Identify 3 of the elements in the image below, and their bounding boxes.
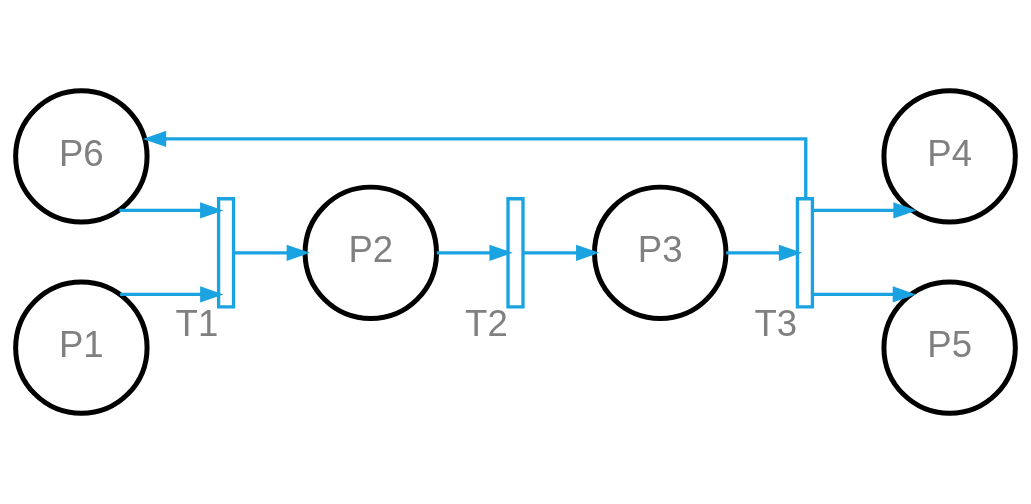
node-label: T1 xyxy=(175,303,219,345)
node-label: T2 xyxy=(465,303,508,345)
node-label: T3 xyxy=(754,303,798,345)
